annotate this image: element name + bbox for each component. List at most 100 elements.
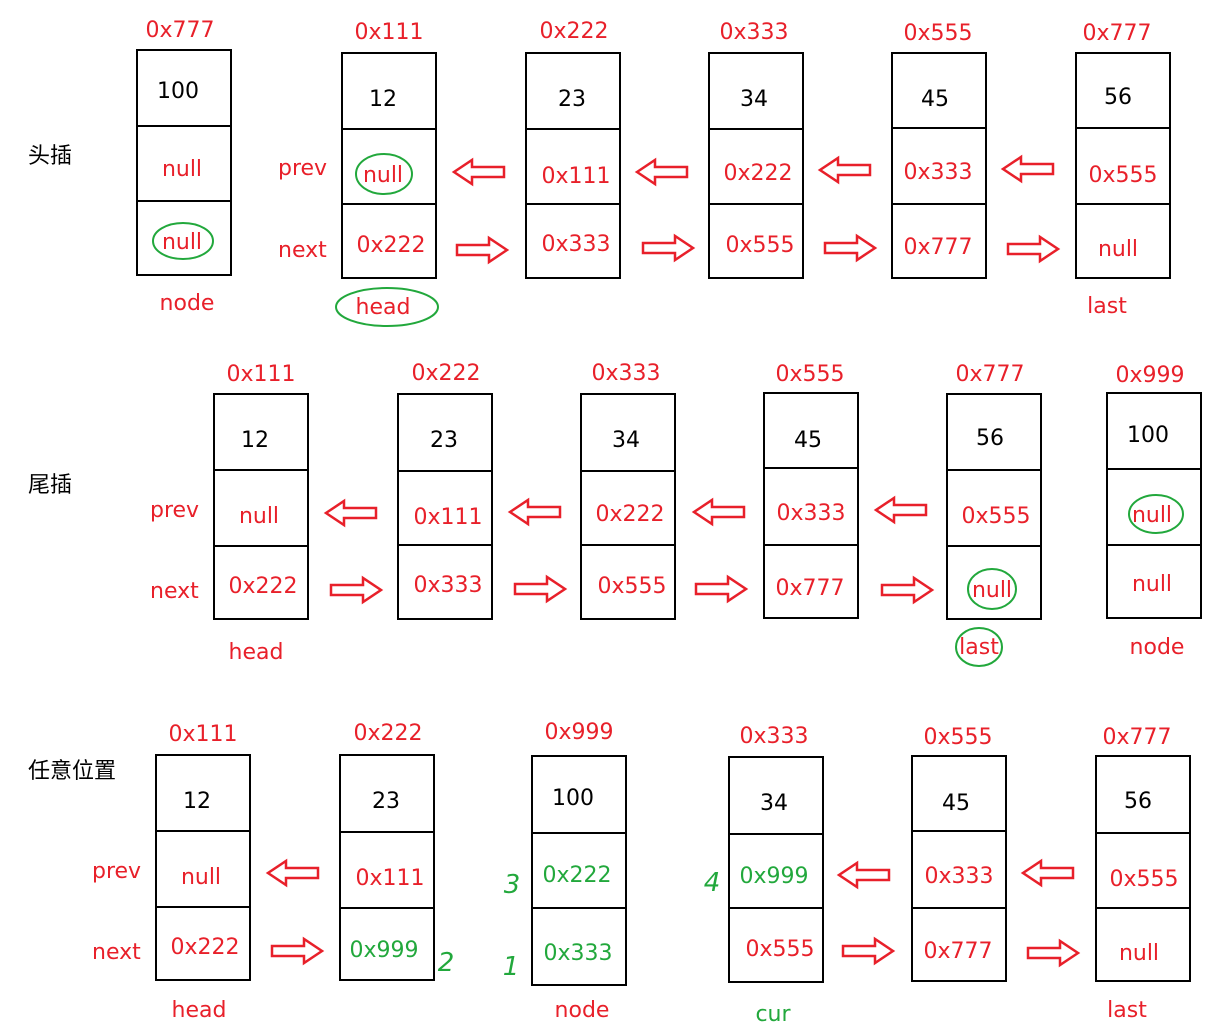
- list-node: 0x777 56 0x555 null: [1075, 21, 1171, 279]
- node-next: 0x333: [541, 232, 610, 257]
- node-prev: 0x555: [1109, 867, 1178, 892]
- last-label: last: [959, 635, 999, 660]
- node-data: 45: [921, 87, 949, 112]
- node-next: 0x222: [356, 233, 425, 258]
- node-address: 0x777: [145, 18, 214, 43]
- node-next: 0x333: [413, 573, 482, 598]
- node-prev: 0x222: [595, 502, 664, 527]
- arrow-left-icon: [452, 158, 506, 186]
- node-box: [1075, 52, 1171, 279]
- node-box: [155, 754, 251, 981]
- arrow-left-icon: [266, 859, 320, 887]
- arrow-right-icon: [880, 576, 934, 604]
- node-data: 23: [558, 87, 586, 112]
- node-box: [213, 393, 309, 620]
- node-next: 0x777: [923, 939, 992, 964]
- node-box: [728, 756, 824, 983]
- node-prev: 0x111: [541, 164, 610, 189]
- node-next: 0x999: [349, 938, 418, 963]
- node-address: 0x333: [719, 20, 788, 45]
- node-address: 0x777: [955, 362, 1024, 387]
- node-data: 56: [1104, 85, 1132, 110]
- node-label: node: [1130, 635, 1185, 660]
- node-prev: 0x333: [776, 501, 845, 526]
- step-mark: 4: [704, 868, 721, 898]
- node-next: 0x555: [597, 574, 666, 599]
- arrow-right-icon: [329, 576, 383, 604]
- node-next: 0x222: [170, 935, 239, 960]
- node-prev: null: [1132, 503, 1172, 528]
- arrow-left-icon: [1021, 859, 1075, 887]
- node-address: 0x111: [168, 722, 237, 747]
- node-prev: 0x555: [961, 504, 1030, 529]
- list-node: 0x111 12 null 0x222: [155, 722, 251, 981]
- node-prev: 0x111: [413, 505, 482, 530]
- node-next: 0x555: [745, 937, 814, 962]
- list-node: 0x555 45 0x333 0x777: [911, 725, 1007, 982]
- node-data: 56: [1124, 789, 1152, 814]
- highlight-circle: [152, 222, 214, 260]
- list-node: 0x222 23 0x111 0x333: [397, 361, 493, 620]
- node-next: null: [1132, 572, 1172, 597]
- arrow-left-icon: [692, 498, 746, 526]
- node-box: [763, 392, 859, 619]
- arrow-right-icon: [1026, 939, 1080, 967]
- step-mark: 2: [438, 948, 455, 978]
- node-prev: 0x333: [924, 864, 993, 889]
- node-address: 0x555: [775, 362, 844, 387]
- arrow-right-icon: [694, 575, 748, 603]
- node-next: null: [1119, 941, 1159, 966]
- highlight-circle: [335, 287, 439, 327]
- arrow-right-icon: [455, 236, 509, 264]
- arrow-right-icon: [823, 234, 877, 262]
- node-box: [525, 52, 621, 279]
- node-next: 0x222: [228, 574, 297, 599]
- node-prev: 0x111: [355, 866, 424, 891]
- node-next: 0x777: [903, 235, 972, 260]
- node-data: 56: [976, 426, 1004, 451]
- arrow-left-icon: [635, 158, 689, 186]
- highlight-circle: [955, 627, 1003, 667]
- node-prev: null: [239, 504, 279, 529]
- last-label: last: [1107, 998, 1147, 1023]
- head-label: head: [356, 295, 411, 320]
- list-node: 0x555 45 0x333 0x777: [763, 362, 859, 619]
- node-label: node: [555, 998, 610, 1023]
- node-prev: null: [162, 157, 202, 182]
- head-label: head: [172, 998, 227, 1023]
- node-data: 100: [1127, 423, 1169, 448]
- node-address: 0x222: [539, 19, 608, 44]
- node-data: 34: [760, 791, 788, 816]
- list-node: 0x333 34 0x999 0x555: [728, 724, 824, 983]
- node-address: 0x555: [923, 725, 992, 750]
- list-node: 0x777 56 0x555 null: [946, 362, 1042, 620]
- section-title: 任意位置: [28, 759, 116, 784]
- prev-label: prev: [92, 859, 141, 884]
- node-next: 0x555: [725, 233, 794, 258]
- node-box: [708, 52, 804, 279]
- list-node: 0x222 23 0x111 0x999: [339, 721, 435, 981]
- node-data: 45: [794, 428, 822, 453]
- node-box: [339, 754, 435, 981]
- node-data: 34: [612, 428, 640, 453]
- node-next: 0x333: [543, 941, 612, 966]
- node-data: 34: [740, 87, 768, 112]
- list-node: 0x333 34 0x222 0x555: [708, 20, 804, 279]
- section-tail-insert: 尾插 prev next 0x111 12 null 0x222 0x222 2…: [28, 361, 1202, 667]
- node-prev: 0x555: [1088, 163, 1157, 188]
- section-insert-at-index: 任意位置 prev next 0x111 12 null 0x222 0x222…: [28, 720, 1191, 1027]
- arrow-right-icon: [841, 937, 895, 965]
- section-title: 尾插: [28, 473, 72, 498]
- list-node: 0x222 23 0x111 0x333: [525, 19, 621, 279]
- node-address: 0x222: [411, 361, 480, 386]
- node-label: node: [160, 291, 215, 316]
- node-prev: null: [363, 163, 403, 188]
- highlight-circle: [355, 153, 413, 195]
- section-head-insert: 头插 0x777 100 null null node prev next 0x…: [28, 18, 1171, 327]
- last-label: last: [1087, 294, 1127, 319]
- node-data: 100: [552, 786, 594, 811]
- node-box: [1095, 755, 1191, 982]
- node-prev: 0x222: [542, 863, 611, 888]
- node-address: 0x999: [544, 720, 613, 745]
- node-prev: 0x222: [723, 161, 792, 186]
